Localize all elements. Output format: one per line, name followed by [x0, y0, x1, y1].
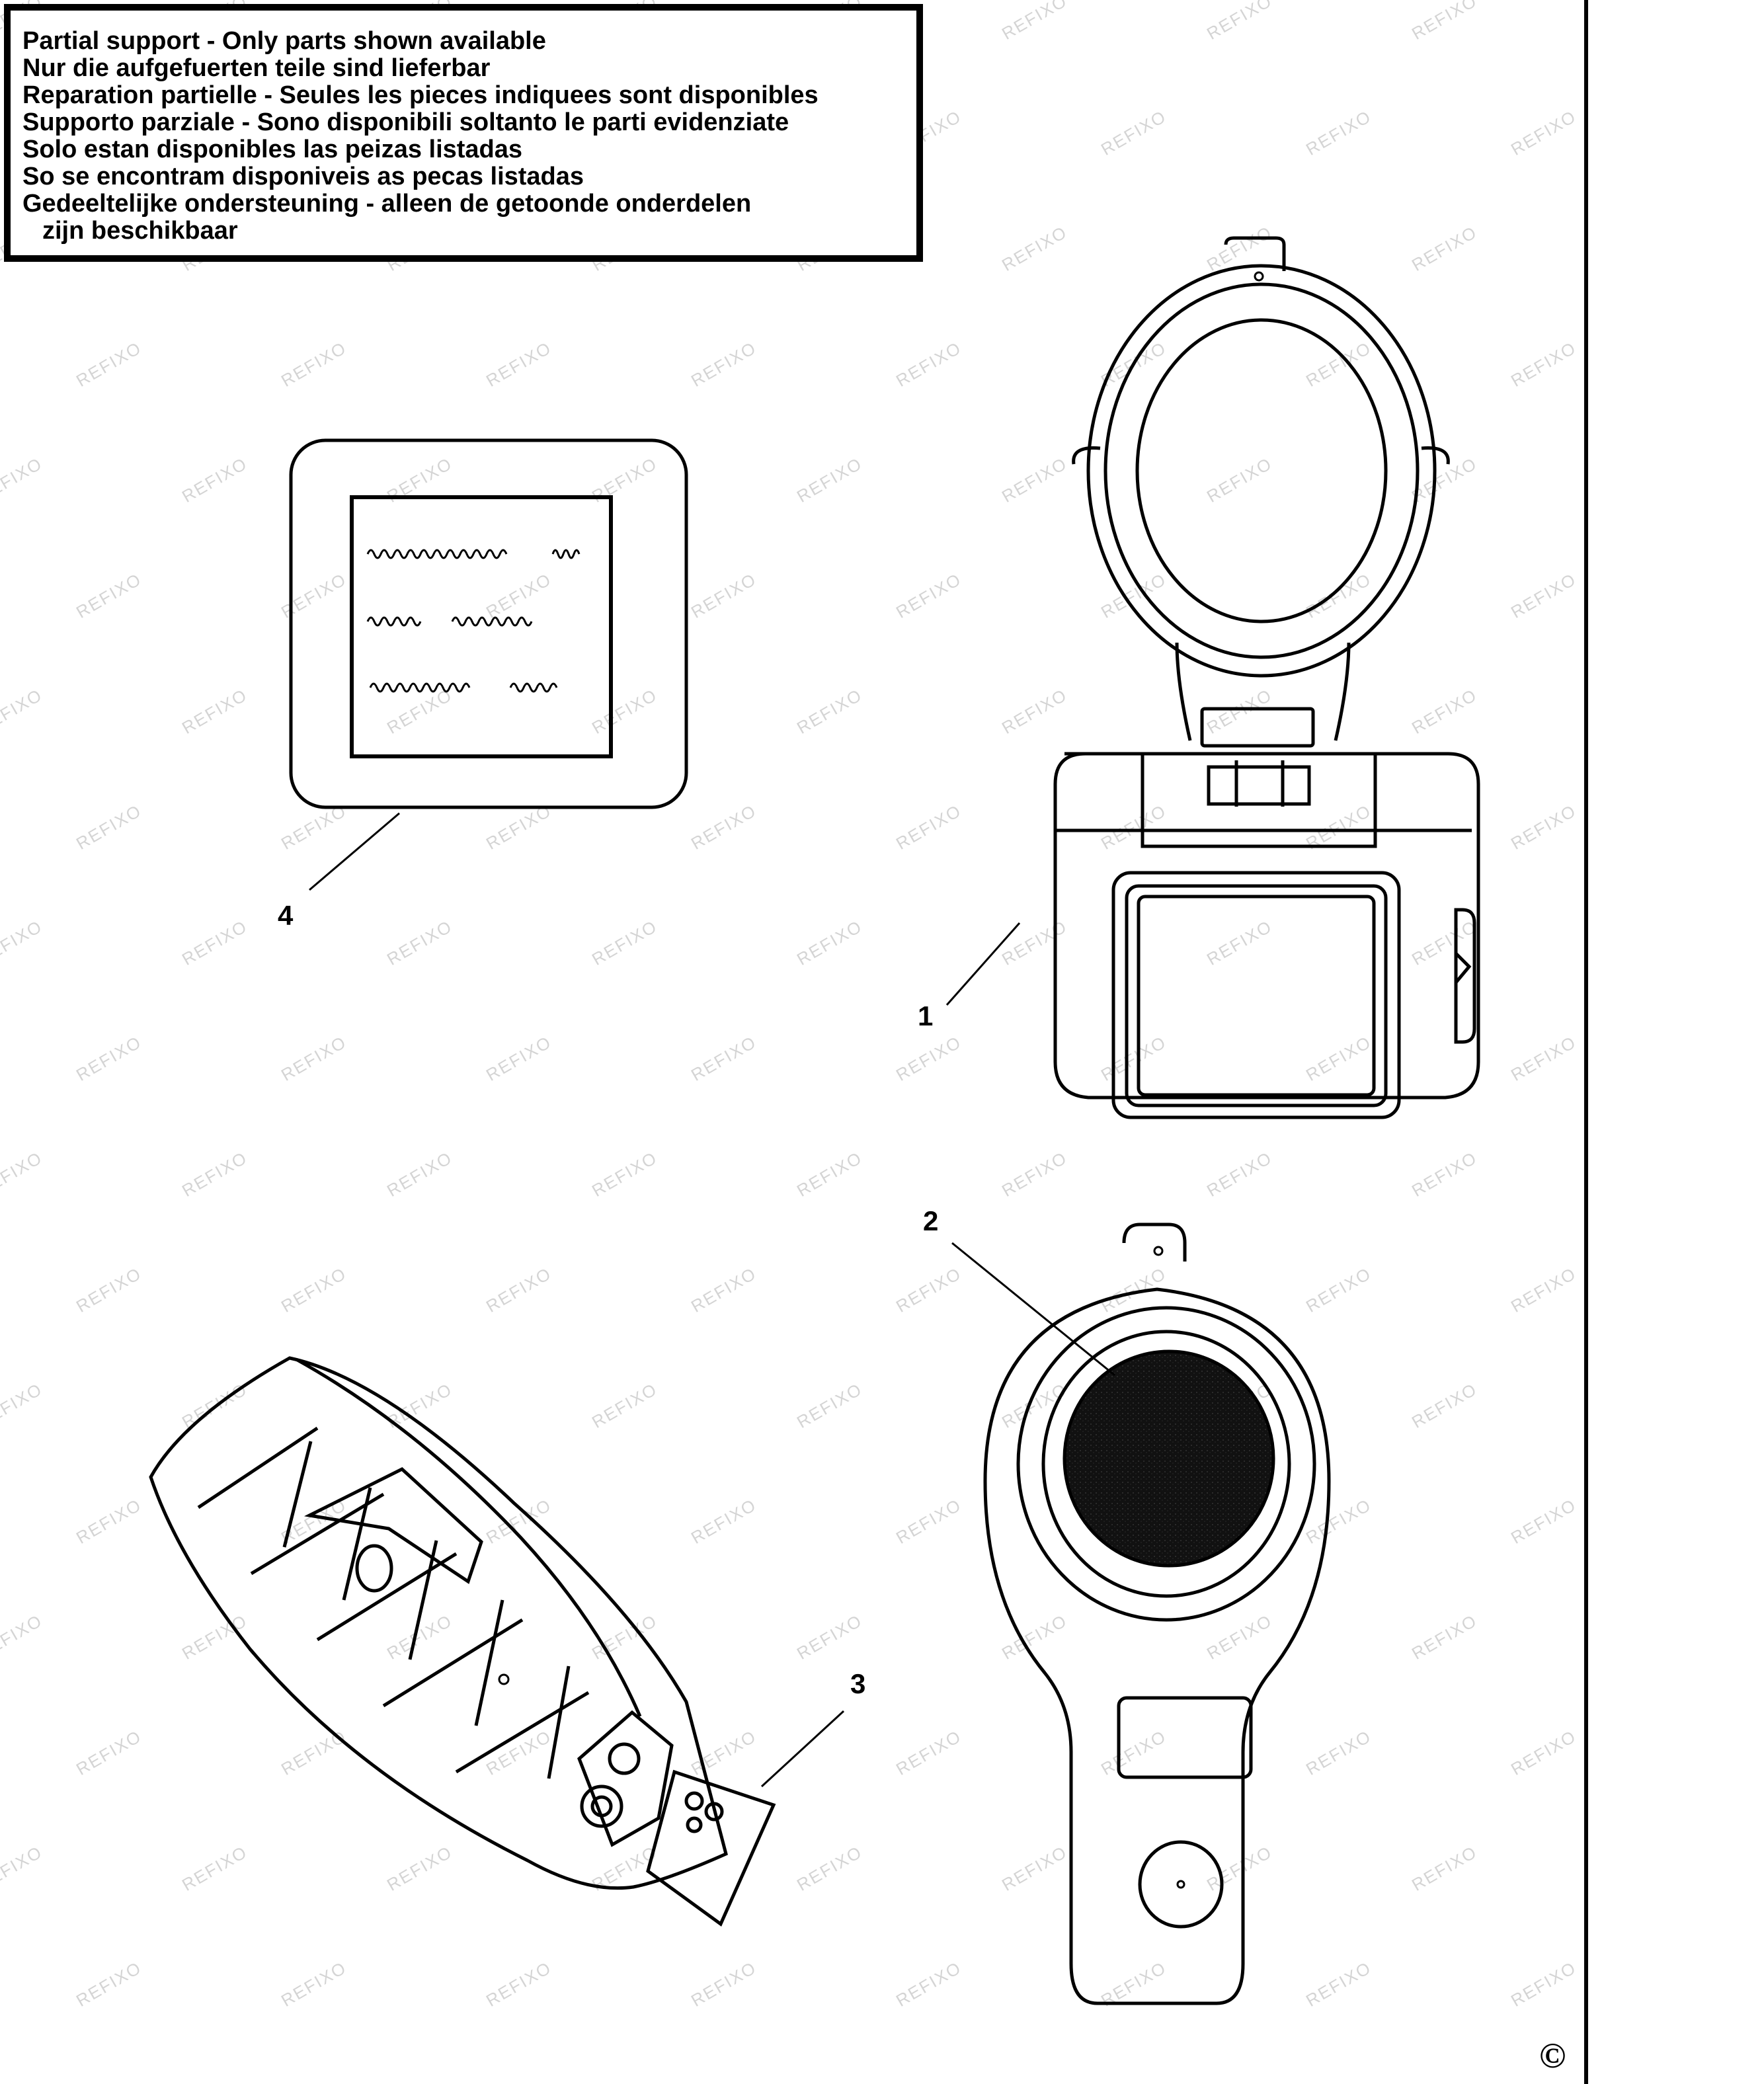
copyright-symbol: ©	[1539, 2036, 1566, 2075]
part-4-label-card	[289, 438, 688, 891]
callout-1: 1	[918, 1000, 934, 1031]
notice-line-fr: Reparation partielle - Seules les pieces…	[22, 81, 819, 109]
right-border-rule	[1584, 0, 1588, 2084]
part-2-cover-pad	[951, 1222, 1331, 2005]
part-3-handle	[149, 1356, 845, 1927]
notice-line-es: Solo estan disponibles las peizas listad…	[22, 136, 523, 163]
notice-line-en: Partial support - Only parts shown avail…	[22, 27, 546, 55]
availability-notice: Partial support - Only parts shown avail…	[4, 4, 923, 262]
callout-4: 4	[278, 900, 294, 931]
part-1-main-unit	[945, 236, 1480, 1119]
notice-line-de: Nur die aufgefuerten teile sind lieferba…	[22, 54, 491, 82]
callout-2: 2	[923, 1205, 939, 1236]
notice-line-pt: So se encontram disponiveis as pecas lis…	[22, 163, 584, 190]
notice-line-nl-cont: zijn beschikbaar	[42, 217, 238, 245]
notice-line-nl: Gedeeltelijke ondersteuning - alleen de …	[22, 190, 752, 218]
notice-line-it: Supporto parziale - Sono disponibili sol…	[22, 108, 789, 136]
callout-3: 3	[850, 1668, 866, 1699]
